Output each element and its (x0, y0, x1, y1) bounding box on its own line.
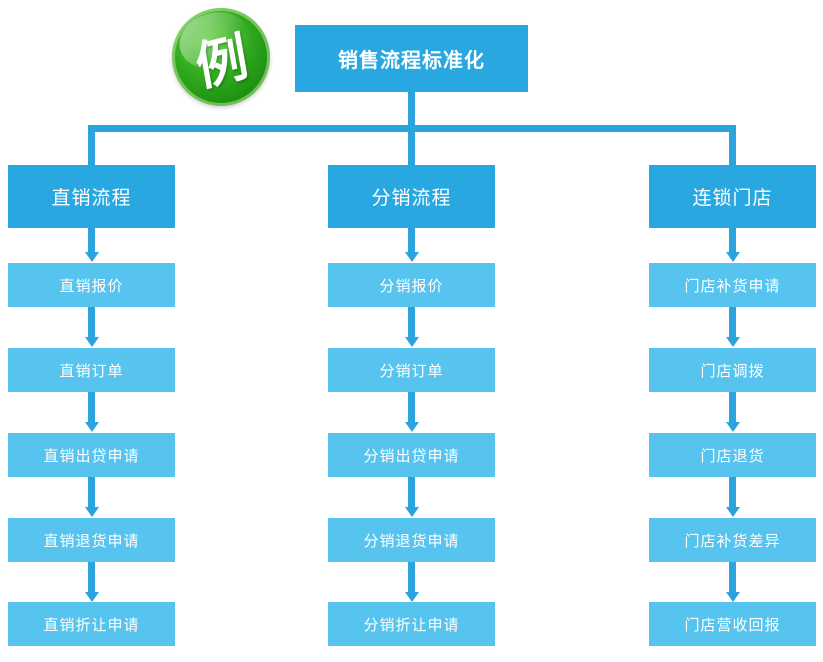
column3-step-5: 门店营收回报 (649, 602, 816, 646)
arrow-down-icon (88, 228, 95, 252)
column1-step-4: 直销退货申请 (8, 518, 175, 562)
column1-header: 直销流程 (8, 165, 175, 228)
connector-drop-col1 (88, 128, 95, 165)
root-node-sales-process: 销售流程标准化 (295, 25, 528, 92)
column2-step-1: 分销报价 (328, 263, 495, 307)
arrow-down-icon (88, 307, 95, 337)
column3-step-2: 门店调拨 (649, 348, 816, 392)
column2-step-3: 分销出贷申请 (328, 433, 495, 477)
column1-step-3: 直销出贷申请 (8, 433, 175, 477)
arrow-down-icon (729, 307, 736, 337)
arrow-down-icon (88, 477, 95, 507)
arrow-down-icon (408, 477, 415, 507)
column1-step-1: 直销报价 (8, 263, 175, 307)
column3-header: 连锁门店 (649, 165, 816, 228)
connector-drop-col3 (729, 128, 736, 165)
arrow-down-icon (408, 228, 415, 252)
arrow-down-icon (408, 307, 415, 337)
column2-header: 分销流程 (328, 165, 495, 228)
column2-step-4: 分销退货申请 (328, 518, 495, 562)
arrow-down-icon (408, 562, 415, 592)
column2-step-2: 分销订单 (328, 348, 495, 392)
connector-drop-col2 (408, 128, 415, 165)
connector-root-stem (408, 92, 415, 128)
arrow-down-icon (729, 477, 736, 507)
example-badge: 例 (172, 4, 270, 106)
arrow-down-icon (729, 562, 736, 592)
column1-step-2: 直销订单 (8, 348, 175, 392)
column3-step-3: 门店退货 (649, 433, 816, 477)
arrow-down-icon (408, 392, 415, 422)
column2-step-5: 分销折让申请 (328, 602, 495, 646)
arrow-down-icon (729, 392, 736, 422)
arrow-down-icon (729, 228, 736, 252)
arrow-down-icon (88, 562, 95, 592)
column1-step-5: 直销折让申请 (8, 602, 175, 646)
column3-step-4: 门店补货差异 (649, 518, 816, 562)
column3-step-1: 门店补货申请 (649, 263, 816, 307)
badge-label: 例 (191, 27, 253, 98)
arrow-down-icon (88, 392, 95, 422)
